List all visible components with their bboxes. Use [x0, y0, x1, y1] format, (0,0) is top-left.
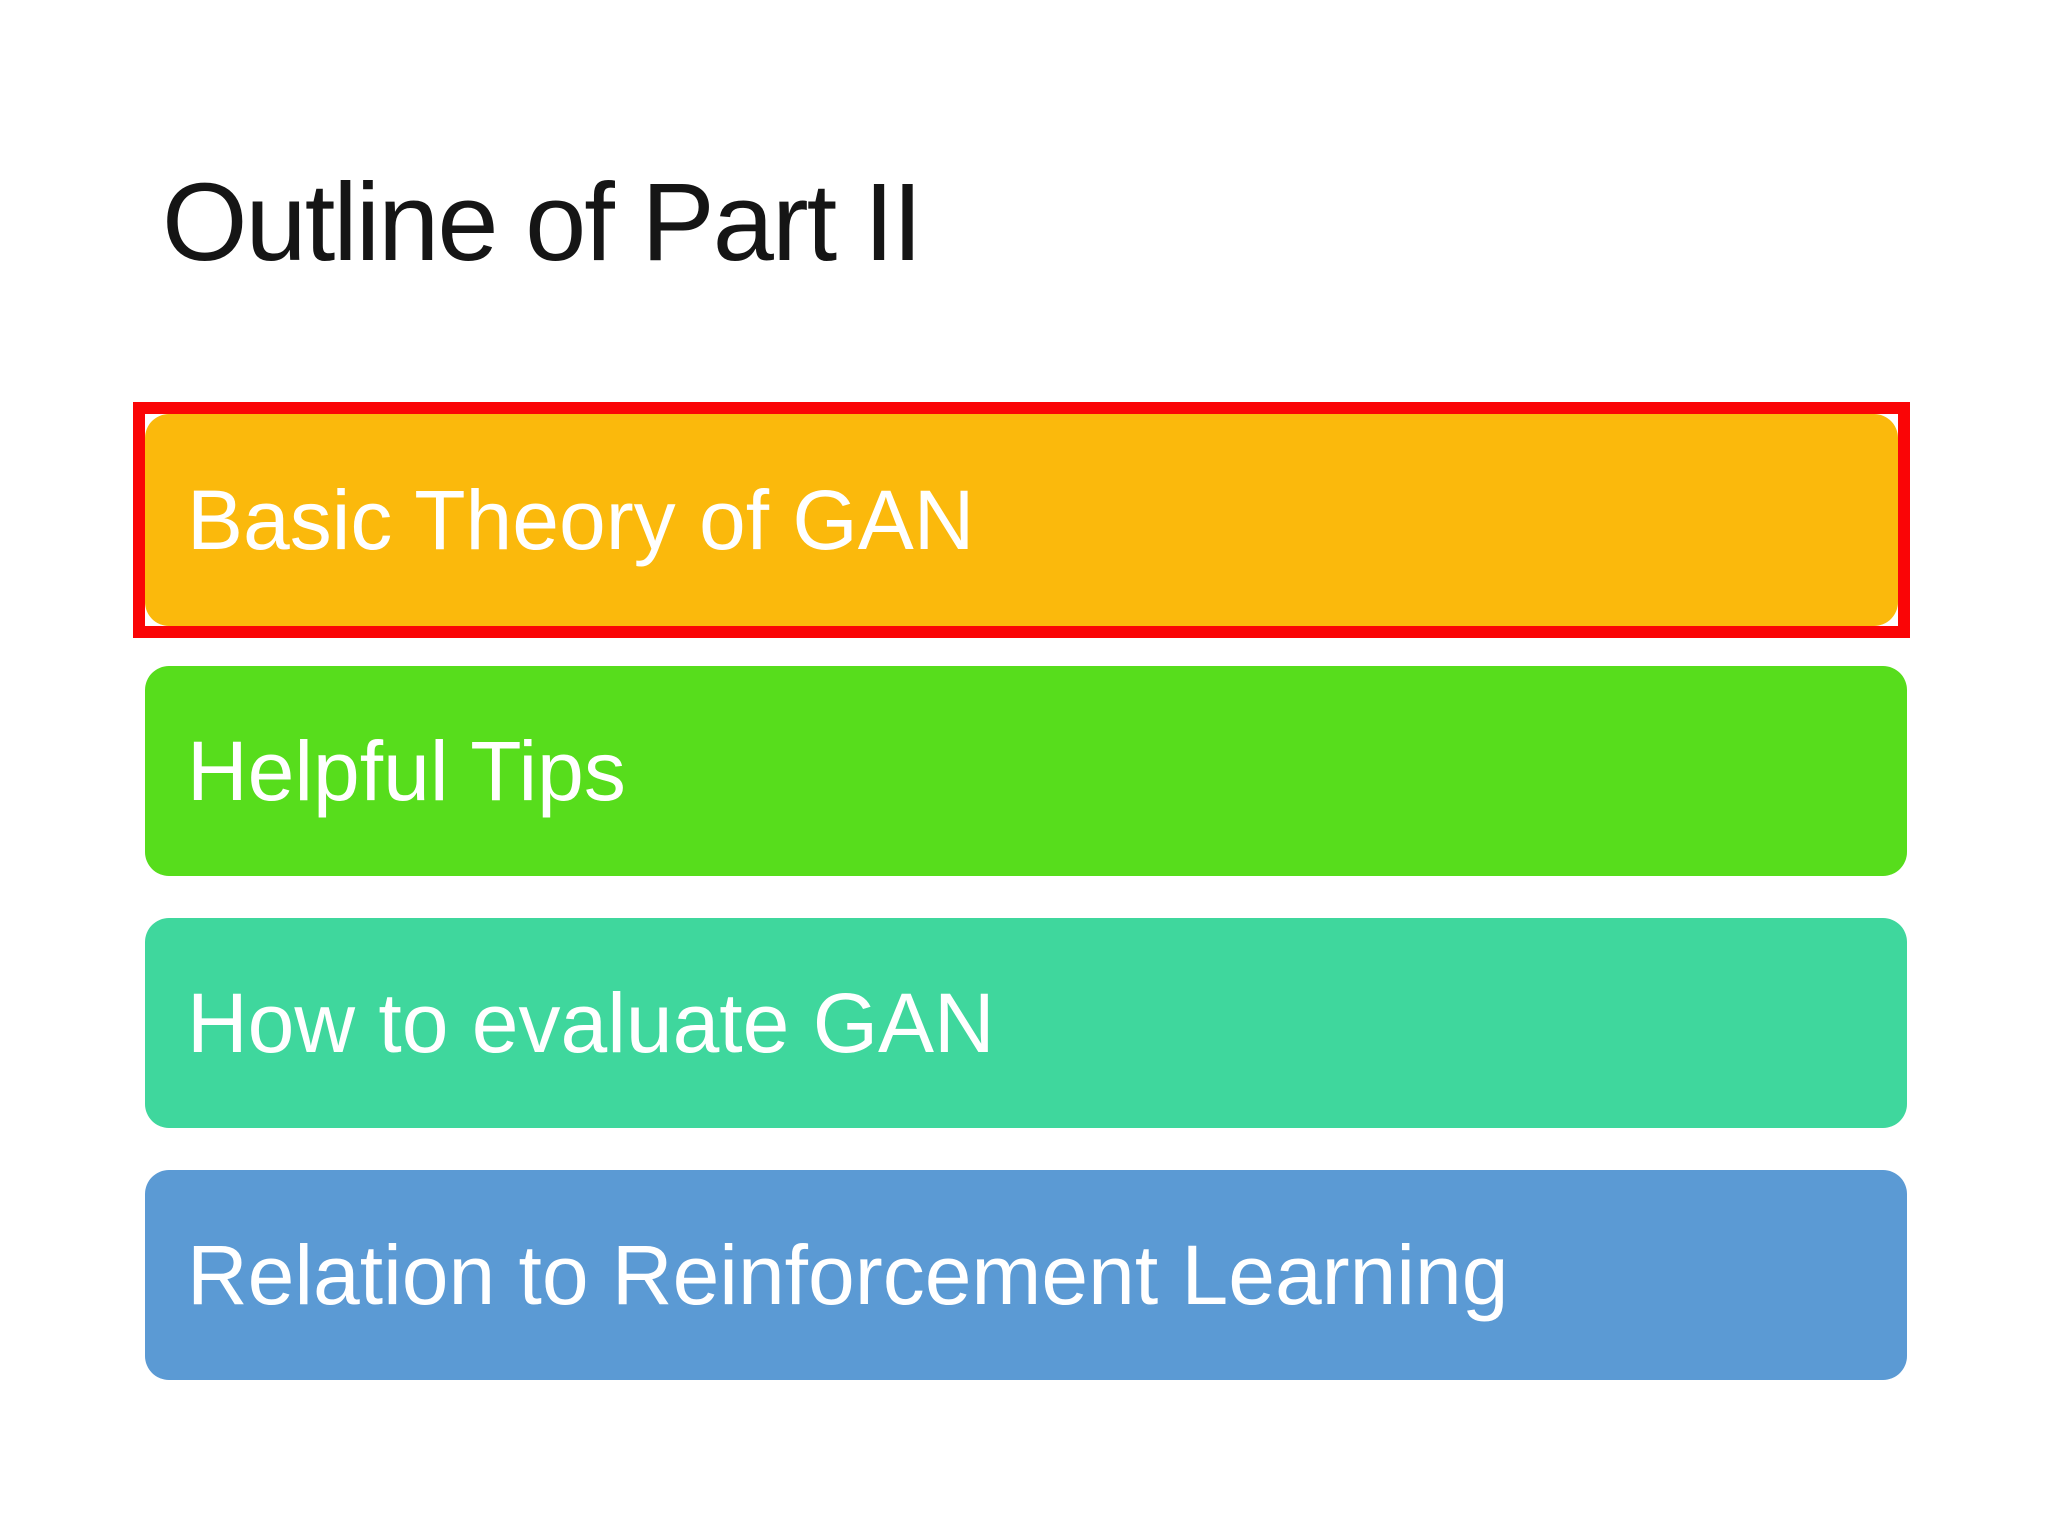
outline-item-evaluate-gan: How to evaluate GAN	[145, 918, 1907, 1128]
outline-item-label: Helpful Tips	[187, 723, 626, 818]
outline-item-label: How to evaluate GAN	[187, 975, 995, 1070]
outline-item-label: Basic Theory of GAN	[187, 472, 975, 567]
slide-title: Outline of Part II	[162, 161, 923, 284]
outline-item-rl-relation: Relation to Reinforcement Learning	[145, 1170, 1907, 1380]
outline-item-basic-theory: Basic Theory of GAN	[145, 414, 1898, 626]
highlight-border: Basic Theory of GAN	[133, 402, 1910, 638]
outline-item-label: Relation to Reinforcement Learning	[187, 1227, 1509, 1322]
outline-item-helpful-tips: Helpful Tips	[145, 666, 1907, 876]
